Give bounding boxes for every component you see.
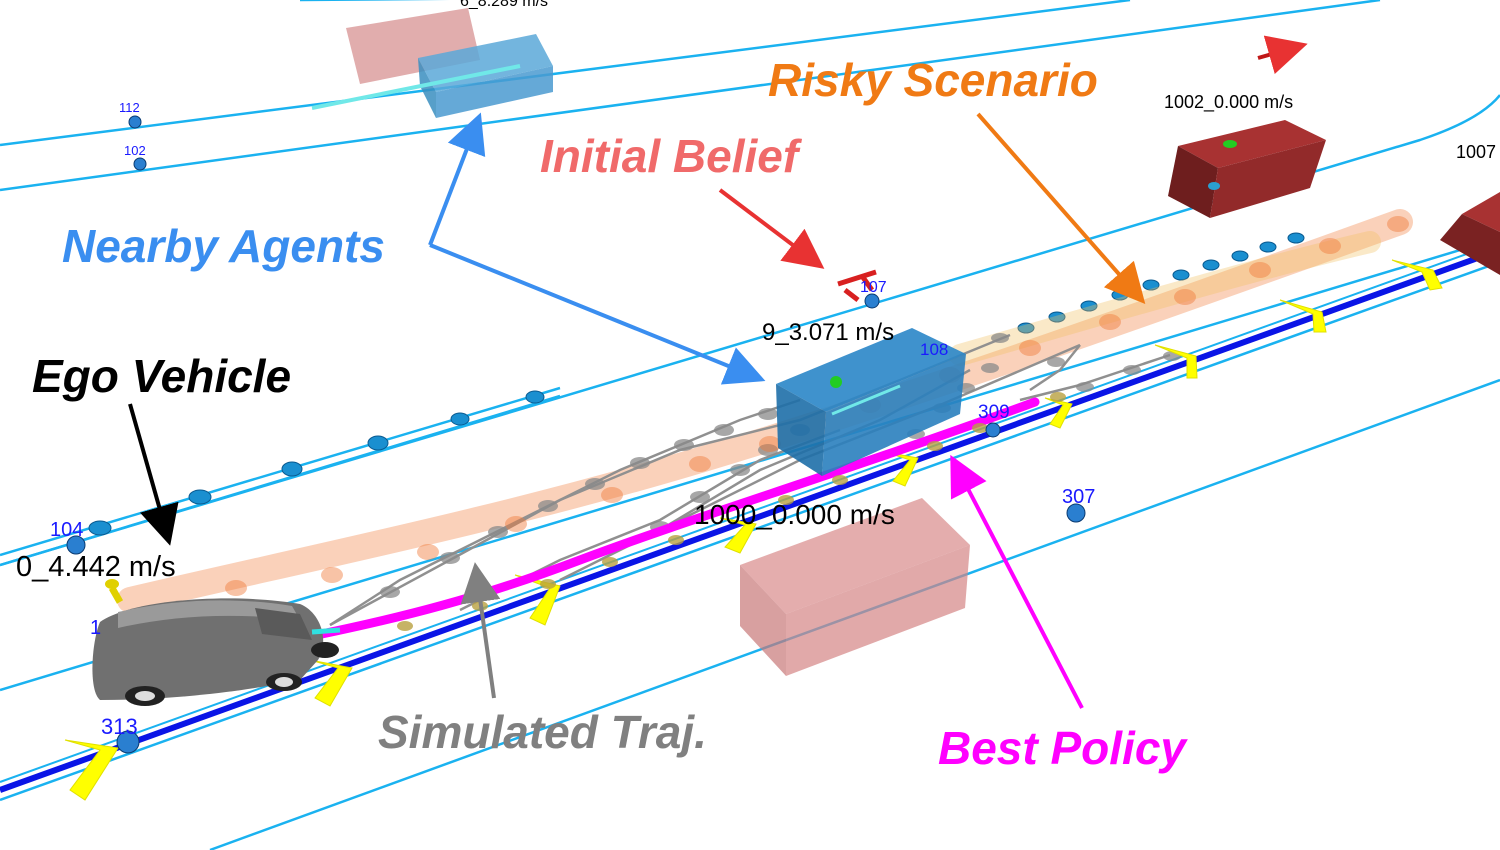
annotation-nearby-agents: Nearby Agents [62,220,385,272]
annotation-best-policy: Best Policy [938,722,1188,774]
waypoint-label-104: 104 [50,519,83,541]
annotation-arrows [128,112,1146,709]
ego-vehicle [92,579,341,706]
waypoint-label-108: 108 [920,340,948,359]
waypoint-label-307: 307 [1062,486,1095,508]
risky-scenario-band [117,209,1413,613]
agent-label-ego: 0_4.442 m/s [16,551,176,583]
waypoint-label-313: 313 [101,714,138,739]
initial-belief-marker [837,269,877,302]
agent-box-1007 [1440,192,1500,275]
agent-label-1002: 1002_0.000 m/s [1164,92,1293,113]
agent-label-top: 6_8.289 m/s [460,0,548,10]
agent-box-1000 [740,498,970,676]
waypoint-label-102: 102 [124,143,146,158]
waypoint-label-1: 1 [90,617,101,639]
route-line [0,241,1500,793]
agent-label-1007: 1007 [1456,142,1496,162]
annotation-initial-belief: Initial Belief [540,130,803,182]
annotation-simulated-traj: Simulated Traj. [378,706,707,758]
annotation-ego-vehicle: Ego Vehicle [32,350,291,402]
agent-box-1002 [1168,120,1326,218]
waypoint-label-309: 309 [978,402,1010,423]
annotation-risky-scenario: Risky Scenario [768,54,1098,106]
nearby-agent-box-top [311,34,553,118]
agent-label-1000: 1000_0.000 m/s [694,499,895,530]
red-heading-arrow [1257,35,1308,75]
waypoint-label-107: 107 [860,279,887,296]
best-policy-trajectory [307,397,1040,641]
agent-label-near-blue: 9_3.071 m/s [762,319,894,346]
waypoint-dots [66,115,1086,754]
nearby-agent-box-center [776,328,966,476]
waypoint-label-112: 112 [119,100,140,115]
